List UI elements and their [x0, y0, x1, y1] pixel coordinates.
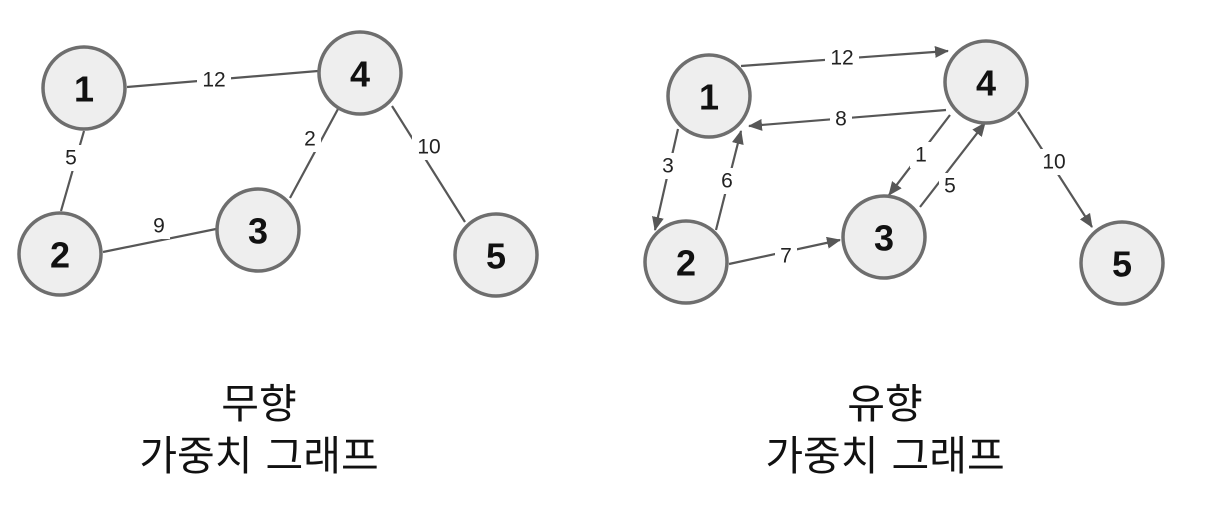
- directed-caption-line2: 가중치 그래프: [765, 432, 1005, 480]
- node-circle: [317, 30, 403, 116]
- edge-weight-background: [939, 173, 961, 199]
- node-label: 2: [676, 243, 696, 284]
- node-label: 3: [874, 218, 894, 259]
- edge-weight-background: [299, 126, 321, 152]
- edge-1-2: [652, 128, 680, 231]
- node-label: 5: [1112, 244, 1132, 285]
- node-circle: [666, 53, 752, 139]
- undirected-caption-line2: 가중치 그래프: [139, 432, 379, 480]
- edge-weight-background: [412, 134, 446, 160]
- node-circle: [1079, 220, 1165, 306]
- node-label: 5: [486, 236, 506, 277]
- node-circle: [41, 45, 127, 131]
- edge-weight-background: [657, 153, 679, 179]
- edge-weight-4-3: 1: [915, 144, 927, 167]
- edge-weight-background: [830, 106, 852, 132]
- undirected-edge-weights: 12 5 9 2 10: [60, 67, 446, 239]
- edge-3-4: [289, 108, 339, 199]
- edge-weight-3-4: 2: [304, 128, 316, 151]
- edge-weight-1-4: 12: [202, 69, 225, 92]
- node-2: 2: [17, 211, 103, 297]
- edge-weight-background: [148, 213, 170, 239]
- edge-weight-3-4: 5: [944, 175, 956, 198]
- node-label: 2: [50, 235, 70, 276]
- node-2: 2: [643, 219, 729, 305]
- edge-weight-1-4: 12: [830, 47, 853, 70]
- node-5: 5: [1079, 220, 1165, 306]
- directed-caption-line1: 유향: [847, 380, 923, 428]
- node-1: 1: [666, 53, 752, 139]
- edge-weight-1-2: 3: [662, 155, 674, 178]
- edge-weight-1-2: 5: [65, 147, 77, 170]
- edge-weight-4-5: 10: [417, 136, 440, 159]
- edge-weight-background: [825, 45, 859, 71]
- edge-weight-4-5: 10: [1042, 151, 1065, 174]
- node-circle: [453, 212, 539, 298]
- node-label: 4: [350, 54, 370, 95]
- edge-weight-2-3: 9: [153, 215, 165, 238]
- node-circle: [215, 187, 301, 273]
- edge-weight-2-3: 7: [780, 245, 792, 268]
- directed-graph-caption: 유향 가중치 그래프: [675, 378, 1095, 482]
- edge-weight-background: [910, 142, 932, 168]
- node-label: 3: [248, 211, 268, 252]
- undirected-graph-caption: 무향 가중치 그래프: [49, 378, 469, 482]
- edge-weight-background: [197, 67, 231, 93]
- node-label: 1: [699, 77, 719, 118]
- node-4: 4: [943, 39, 1029, 125]
- edge-weight-background: [775, 243, 797, 269]
- node-4: 4: [317, 30, 403, 116]
- node-5: 5: [453, 212, 539, 298]
- node-circle: [943, 39, 1029, 125]
- edge-weight-background: [716, 168, 738, 194]
- node-3: 3: [215, 187, 301, 273]
- undirected-caption-line1: 무향: [221, 380, 297, 428]
- edge-weight-4-1: 8: [835, 108, 847, 131]
- edge-3-4: [919, 122, 986, 208]
- node-1: 1: [41, 45, 127, 131]
- edge-weight-background: [60, 145, 82, 171]
- node-3: 3: [841, 194, 927, 280]
- edge-weight-2-1: 6: [721, 170, 733, 193]
- node-circle: [841, 194, 927, 280]
- node-circle: [17, 211, 103, 297]
- edge-2-3: [102, 227, 217, 254]
- node-label: 1: [74, 69, 94, 110]
- node-circle: [643, 219, 729, 305]
- edge-weight-background: [1037, 149, 1071, 175]
- edge-4-5: [391, 105, 466, 223]
- node-label: 4: [976, 63, 996, 104]
